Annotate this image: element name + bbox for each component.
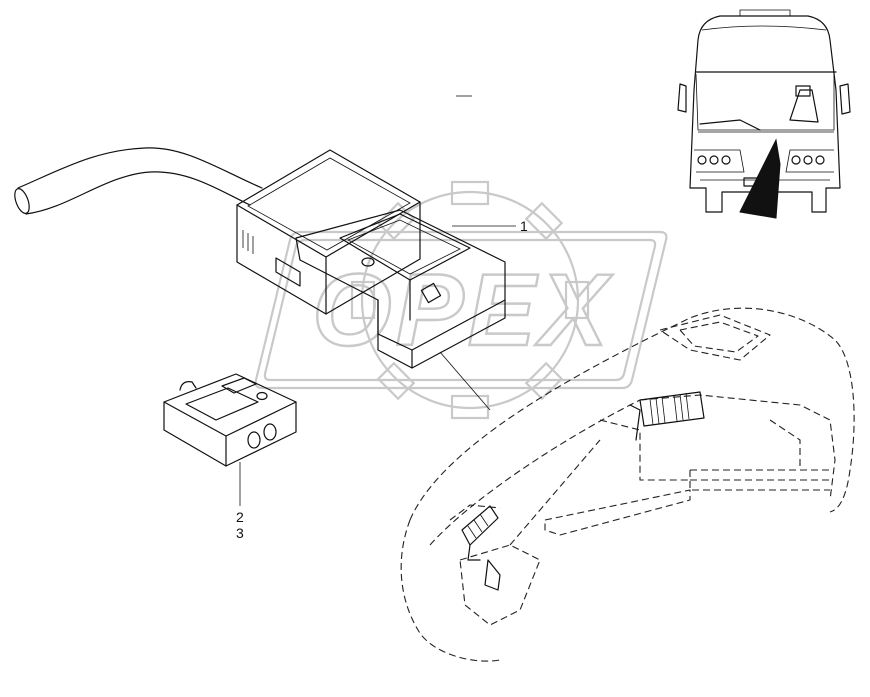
opex-watermark: OPEX [254, 180, 668, 420]
control-unit [236, 149, 506, 369]
watermark-gear [350, 180, 590, 420]
small-control-box [163, 373, 297, 467]
watermark-text: OPEX [312, 253, 613, 367]
callout-2: 2 [236, 509, 244, 525]
cable [14, 147, 263, 215]
bus-front-view [677, 9, 851, 219]
callout-3: 3 [236, 525, 244, 541]
harness-connector-upper [629, 391, 705, 441]
connection-leader [439, 351, 491, 411]
callout-1: 1 [520, 218, 528, 234]
dashboard-outline [400, 307, 855, 662]
harness-connector-lower [461, 505, 501, 591]
